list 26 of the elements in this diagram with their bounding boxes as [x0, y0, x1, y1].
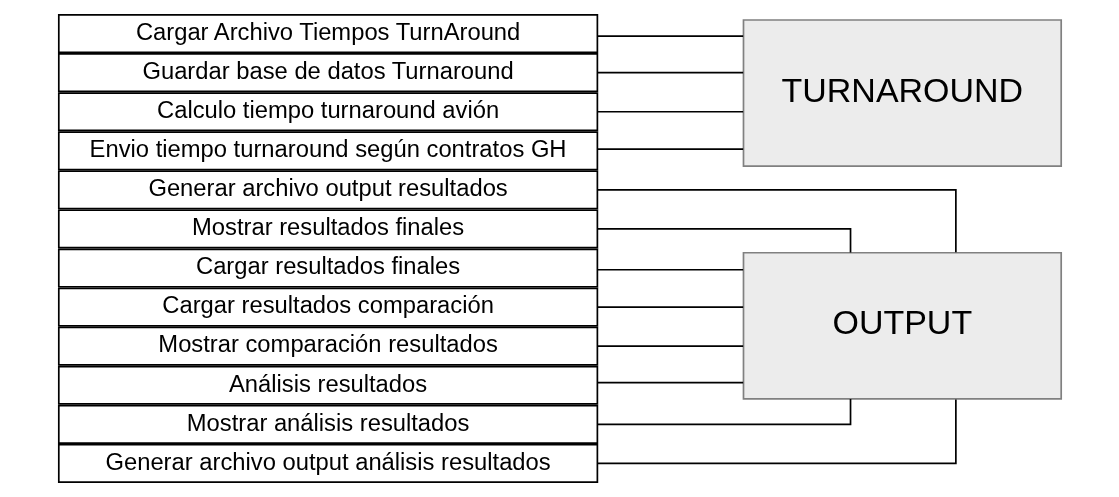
connector: [596, 268, 744, 271]
connector: [596, 110, 744, 113]
connector: [596, 189, 957, 254]
node-box: Envio tiempo turnaround según contratos GH: [57, 131, 598, 171]
node-box: Análisis resultados: [57, 365, 598, 405]
connector: [596, 228, 851, 254]
connector: [596, 345, 744, 348]
connector: [596, 398, 957, 465]
node-box: Cargar resultados finales: [57, 248, 598, 288]
node-box: OUTPUT: [742, 251, 1062, 400]
connector: [596, 35, 744, 37]
node-box: Generar archivo output resultados: [57, 170, 598, 210]
connector: [596, 398, 851, 426]
node-box: TURNAROUND: [742, 19, 1062, 167]
node-box: Guardar base de datos Turnaround: [57, 53, 598, 93]
node-box: Generar archivo output análisis resultados: [57, 443, 598, 483]
node-box: Calculo tiempo turnaround avión: [57, 92, 598, 132]
node-box: Mostrar análisis resultados: [57, 404, 598, 444]
connector: [596, 306, 744, 308]
connector: [596, 71, 744, 74]
node-box: Mostrar comparación resultados: [57, 326, 598, 366]
node-box: Mostrar resultados finales: [57, 209, 598, 249]
node-box: Cargar resultados comparación: [57, 287, 598, 327]
node-box: Cargar Archivo Tiempos TurnAround: [57, 14, 598, 54]
connector: [596, 148, 744, 150]
connector: [596, 381, 744, 384]
